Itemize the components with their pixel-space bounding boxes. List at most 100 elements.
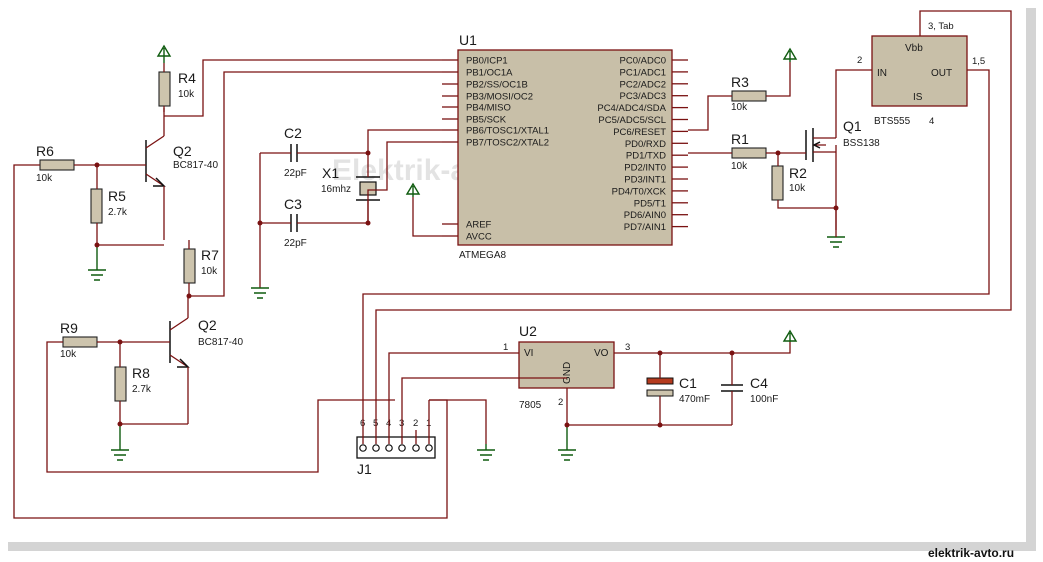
c3-value: 22pF <box>284 238 307 249</box>
r4-ref: R4 <box>178 70 196 86</box>
u1-left-pin-label: PB6/TOSC1/XTAL1 <box>466 126 549 137</box>
c3-ref: C3 <box>284 196 302 212</box>
r9-value: 10k <box>60 349 77 360</box>
r5-value: 2.7k <box>108 207 128 218</box>
capacitor-c4: C4 100nF <box>721 353 778 425</box>
c4-ref: C4 <box>750 375 768 391</box>
u1-left-pin-label: PB0/ICP1 <box>466 56 508 67</box>
u1-left-pin-label: AREF <box>466 220 492 231</box>
bts-pin-is: IS <box>913 92 923 103</box>
j1-pin <box>385 444 393 452</box>
x1-ref: X1 <box>322 165 339 181</box>
r9-ref: R9 <box>60 320 78 336</box>
u1-right-pin-label: PD1/TXD <box>626 151 666 162</box>
bts-pin-in: IN <box>877 68 887 79</box>
q2-top-transistor: Q2 BC817-40 <box>145 108 218 240</box>
r1-value: 10k <box>731 161 748 172</box>
q2-top-part: BC817-40 <box>173 160 218 171</box>
u1-left-pin-label: AVCC <box>466 232 492 243</box>
junction-dots <box>94 150 839 428</box>
r2-value: 10k <box>789 183 806 194</box>
u1-right-pin-label: PC3/ADC3 <box>620 91 666 102</box>
u1-left-pin-label: PB3/MOSI/OC2 <box>466 92 533 103</box>
u1-right-pin-label: PD5/T1 <box>634 198 666 209</box>
u2-pin-vi: VI <box>524 348 533 359</box>
u1-left-pin-label: PB1/OC1A <box>466 68 513 79</box>
power-arrows <box>156 44 798 342</box>
q2-bottom-transistor: Q2 BC817-40 <box>169 296 243 424</box>
u1-right-pin-label: PD2/INT0 <box>624 163 666 174</box>
r8-value: 2.7k <box>132 384 152 395</box>
u1-right-pin-label: PD0/RXD <box>625 139 666 150</box>
j1-pin <box>359 444 367 452</box>
r7-value: 10k <box>201 266 218 277</box>
c1-value: 470mF <box>679 394 710 405</box>
q1-part: BSS138 <box>843 138 880 149</box>
u2-pin3-num: 3 <box>625 342 630 353</box>
u1-left-pin-label: PB5/SCK <box>466 115 507 126</box>
u1-atmega8: U1 ATMEGA8 PB0/ICP1PB1/OC1APB2/SS/OC1BPB… <box>442 32 688 261</box>
u1-right-pin-label: PC6/RESET <box>613 127 666 138</box>
wires <box>13 10 1012 519</box>
c4-value: 100nF <box>750 394 778 405</box>
u1-right-pin-label: PC2/ADC2 <box>620 79 666 90</box>
u1-left-pin-label: PB7/TOSC2/XTAL2 <box>466 138 549 149</box>
page-shadow-bottom <box>8 542 1036 551</box>
bts-pin-vbb: Vbb <box>905 43 923 54</box>
u1-right-pin-label: PD6/AIN0 <box>624 210 666 221</box>
u1-right-pin-label: PD4/T0/XCK <box>612 186 667 197</box>
bts-pin-out-num: 1,5 <box>972 56 985 67</box>
footer-site-text: elektrik-avto.ru <box>928 546 1014 560</box>
r2-ref: R2 <box>789 165 807 181</box>
bts-pin-in-num: 2 <box>857 55 862 66</box>
r6-ref: R6 <box>36 143 54 159</box>
j1-pin <box>412 444 420 452</box>
r4-value: 10k <box>178 89 195 100</box>
r1-ref: R1 <box>731 131 749 147</box>
page-shadow-right <box>1026 8 1036 546</box>
j1-pin <box>372 444 380 452</box>
j1-pin-number: 2 <box>413 418 418 429</box>
bts-part: BTS555 <box>874 116 911 127</box>
u1-part: ATMEGA8 <box>459 250 506 261</box>
u1-right-pin-label: PD7/AIN1 <box>624 222 666 233</box>
c1-ref: C1 <box>679 375 697 391</box>
q2-bottom-part: BC817-40 <box>198 337 243 348</box>
u1-right-pin-label: PD3/INT1 <box>624 175 666 186</box>
u2-part: 7805 <box>519 400 542 411</box>
x1-value: 16mhz <box>321 184 351 195</box>
r3-ref: R3 <box>731 74 749 90</box>
u1-right-pin-label: PC5/ADC5/SCL <box>598 115 666 126</box>
u2-regulator: U2 VI VO GND 1 2 3 7805 <box>487 323 660 425</box>
u1-right-pin-label: PC1/ADC1 <box>620 67 666 78</box>
r6-value: 10k <box>36 173 53 184</box>
q1-mosfet: Q1 BSS138 <box>805 69 880 208</box>
bts-pin-out: OUT <box>931 68 952 79</box>
u2-pin1-num: 1 <box>503 342 508 353</box>
u1-right-pin-label: PC4/ADC4/SDA <box>597 103 666 114</box>
u2-pin2-num: 2 <box>558 397 563 408</box>
bts-pin-is-num: 4 <box>929 116 934 127</box>
ground-symbols <box>88 208 845 461</box>
r8-ref: R8 <box>132 365 150 381</box>
q2-top-ref: Q2 <box>173 143 192 159</box>
u2-ref: U2 <box>519 323 537 339</box>
j1-pin <box>425 444 433 452</box>
bts-pin-tab-num: 3, Tab <box>928 21 954 32</box>
r3-value: 10k <box>731 102 748 113</box>
j1-pin <box>398 444 406 452</box>
c2-ref: C2 <box>284 125 302 141</box>
u1-ref: U1 <box>459 32 477 48</box>
u2-pin-gnd: GND <box>562 362 573 384</box>
capacitor-c2: C2 22pF <box>260 125 368 179</box>
r7-ref: R7 <box>201 247 219 263</box>
u1-right-pin-label: PC0/ADC0 <box>620 56 666 67</box>
capacitor-c1: C1 470mF <box>646 353 710 425</box>
j1-ref: J1 <box>357 461 372 477</box>
c2-value: 22pF <box>284 168 307 179</box>
q2-bottom-ref: Q2 <box>198 317 217 333</box>
u2-pin-vo: VO <box>594 348 609 359</box>
u1-left-pin-label: PB4/MISO <box>466 103 511 114</box>
capacitor-c3: C3 22pF <box>260 196 368 249</box>
